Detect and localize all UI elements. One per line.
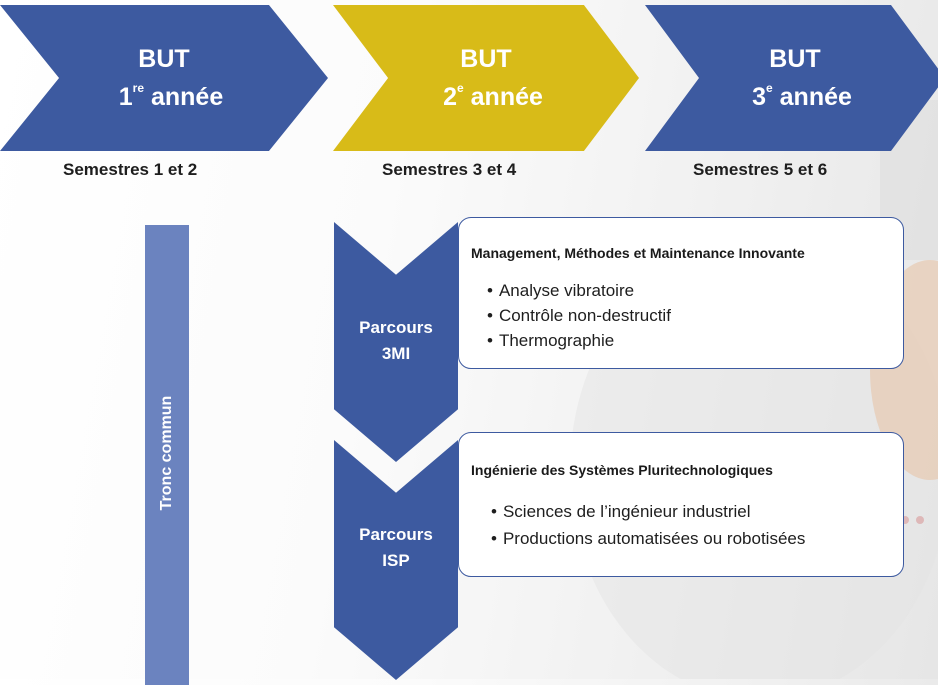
list-item: Thermographie (487, 328, 671, 353)
year-3-word: année (779, 83, 852, 111)
year-1-ordinal: re (132, 80, 145, 95)
parcours-3mi-chevron: Parcours 3MI (334, 222, 458, 462)
parcours-isp-chevron: Parcours ISP (334, 440, 458, 680)
parcours-isp-text: Parcours ISP (334, 522, 458, 574)
year-2-word: année (470, 83, 543, 111)
year-1-number: 1 (118, 83, 133, 111)
year-3-number: 3 (752, 83, 766, 111)
parcours-3mi-title: Management, Méthodes et Maintenance Inno… (471, 245, 805, 261)
year-2-ordinal: e (457, 80, 464, 95)
list-item: Contrôle non-destructif (487, 303, 671, 328)
semesters-year-2: Semestres 3 et 4 (382, 160, 517, 179)
semesters-year-1: Semestres 1 et 2 (63, 160, 198, 179)
parcours-3mi-box: Management, Méthodes et Maintenance Inno… (458, 217, 904, 369)
year-2-title: 2e année (429, 78, 543, 116)
year-2-number: 2 (443, 83, 457, 111)
tronc-commun-label: Tronc commun (158, 395, 175, 511)
list-item: Productions automatisées ou robotisées (491, 525, 805, 552)
list-item: Sciences de l’ingénieur industriel (491, 498, 805, 525)
parcours-isp-title: Ingénierie des Systèmes Pluritechnologiq… (471, 462, 773, 478)
parcours-isp-box: Ingénierie des Systèmes Pluritechnologiq… (458, 432, 904, 577)
year-3-chevron: BUT 3e année (645, 5, 938, 151)
year-1-label: BUT (138, 45, 190, 73)
list-item: Analyse vibratoire (487, 278, 671, 303)
parcours-3mi-text: Parcours 3MI (334, 315, 458, 367)
year-3-label: BUT (769, 45, 821, 73)
year-1-title: 1re année (105, 78, 223, 116)
year-2-label: BUT (460, 45, 512, 73)
year-3-title: 3e année (738, 78, 852, 116)
year-3-ordinal: e (766, 80, 773, 95)
year-2-chevron: BUT 2e année (333, 5, 639, 151)
parcours-3mi-line1: Parcours (359, 318, 433, 337)
year-1-chevron: BUT 1re année (0, 5, 328, 151)
parcours-isp-line2: ISP (382, 551, 410, 570)
parcours-isp-line1: Parcours (359, 525, 433, 544)
parcours-3mi-line2: 3MI (381, 344, 411, 363)
parcours-isp-list: Sciences de l’ingénieur industriel Produ… (491, 498, 805, 552)
tronc-commun-bar: Tronc commun (145, 225, 189, 685)
parcours-3mi-list: Analyse vibratoire Contrôle non-destruct… (487, 278, 671, 353)
semesters-year-3: Semestres 5 et 6 (693, 160, 828, 179)
year-1-word: année (150, 83, 224, 111)
